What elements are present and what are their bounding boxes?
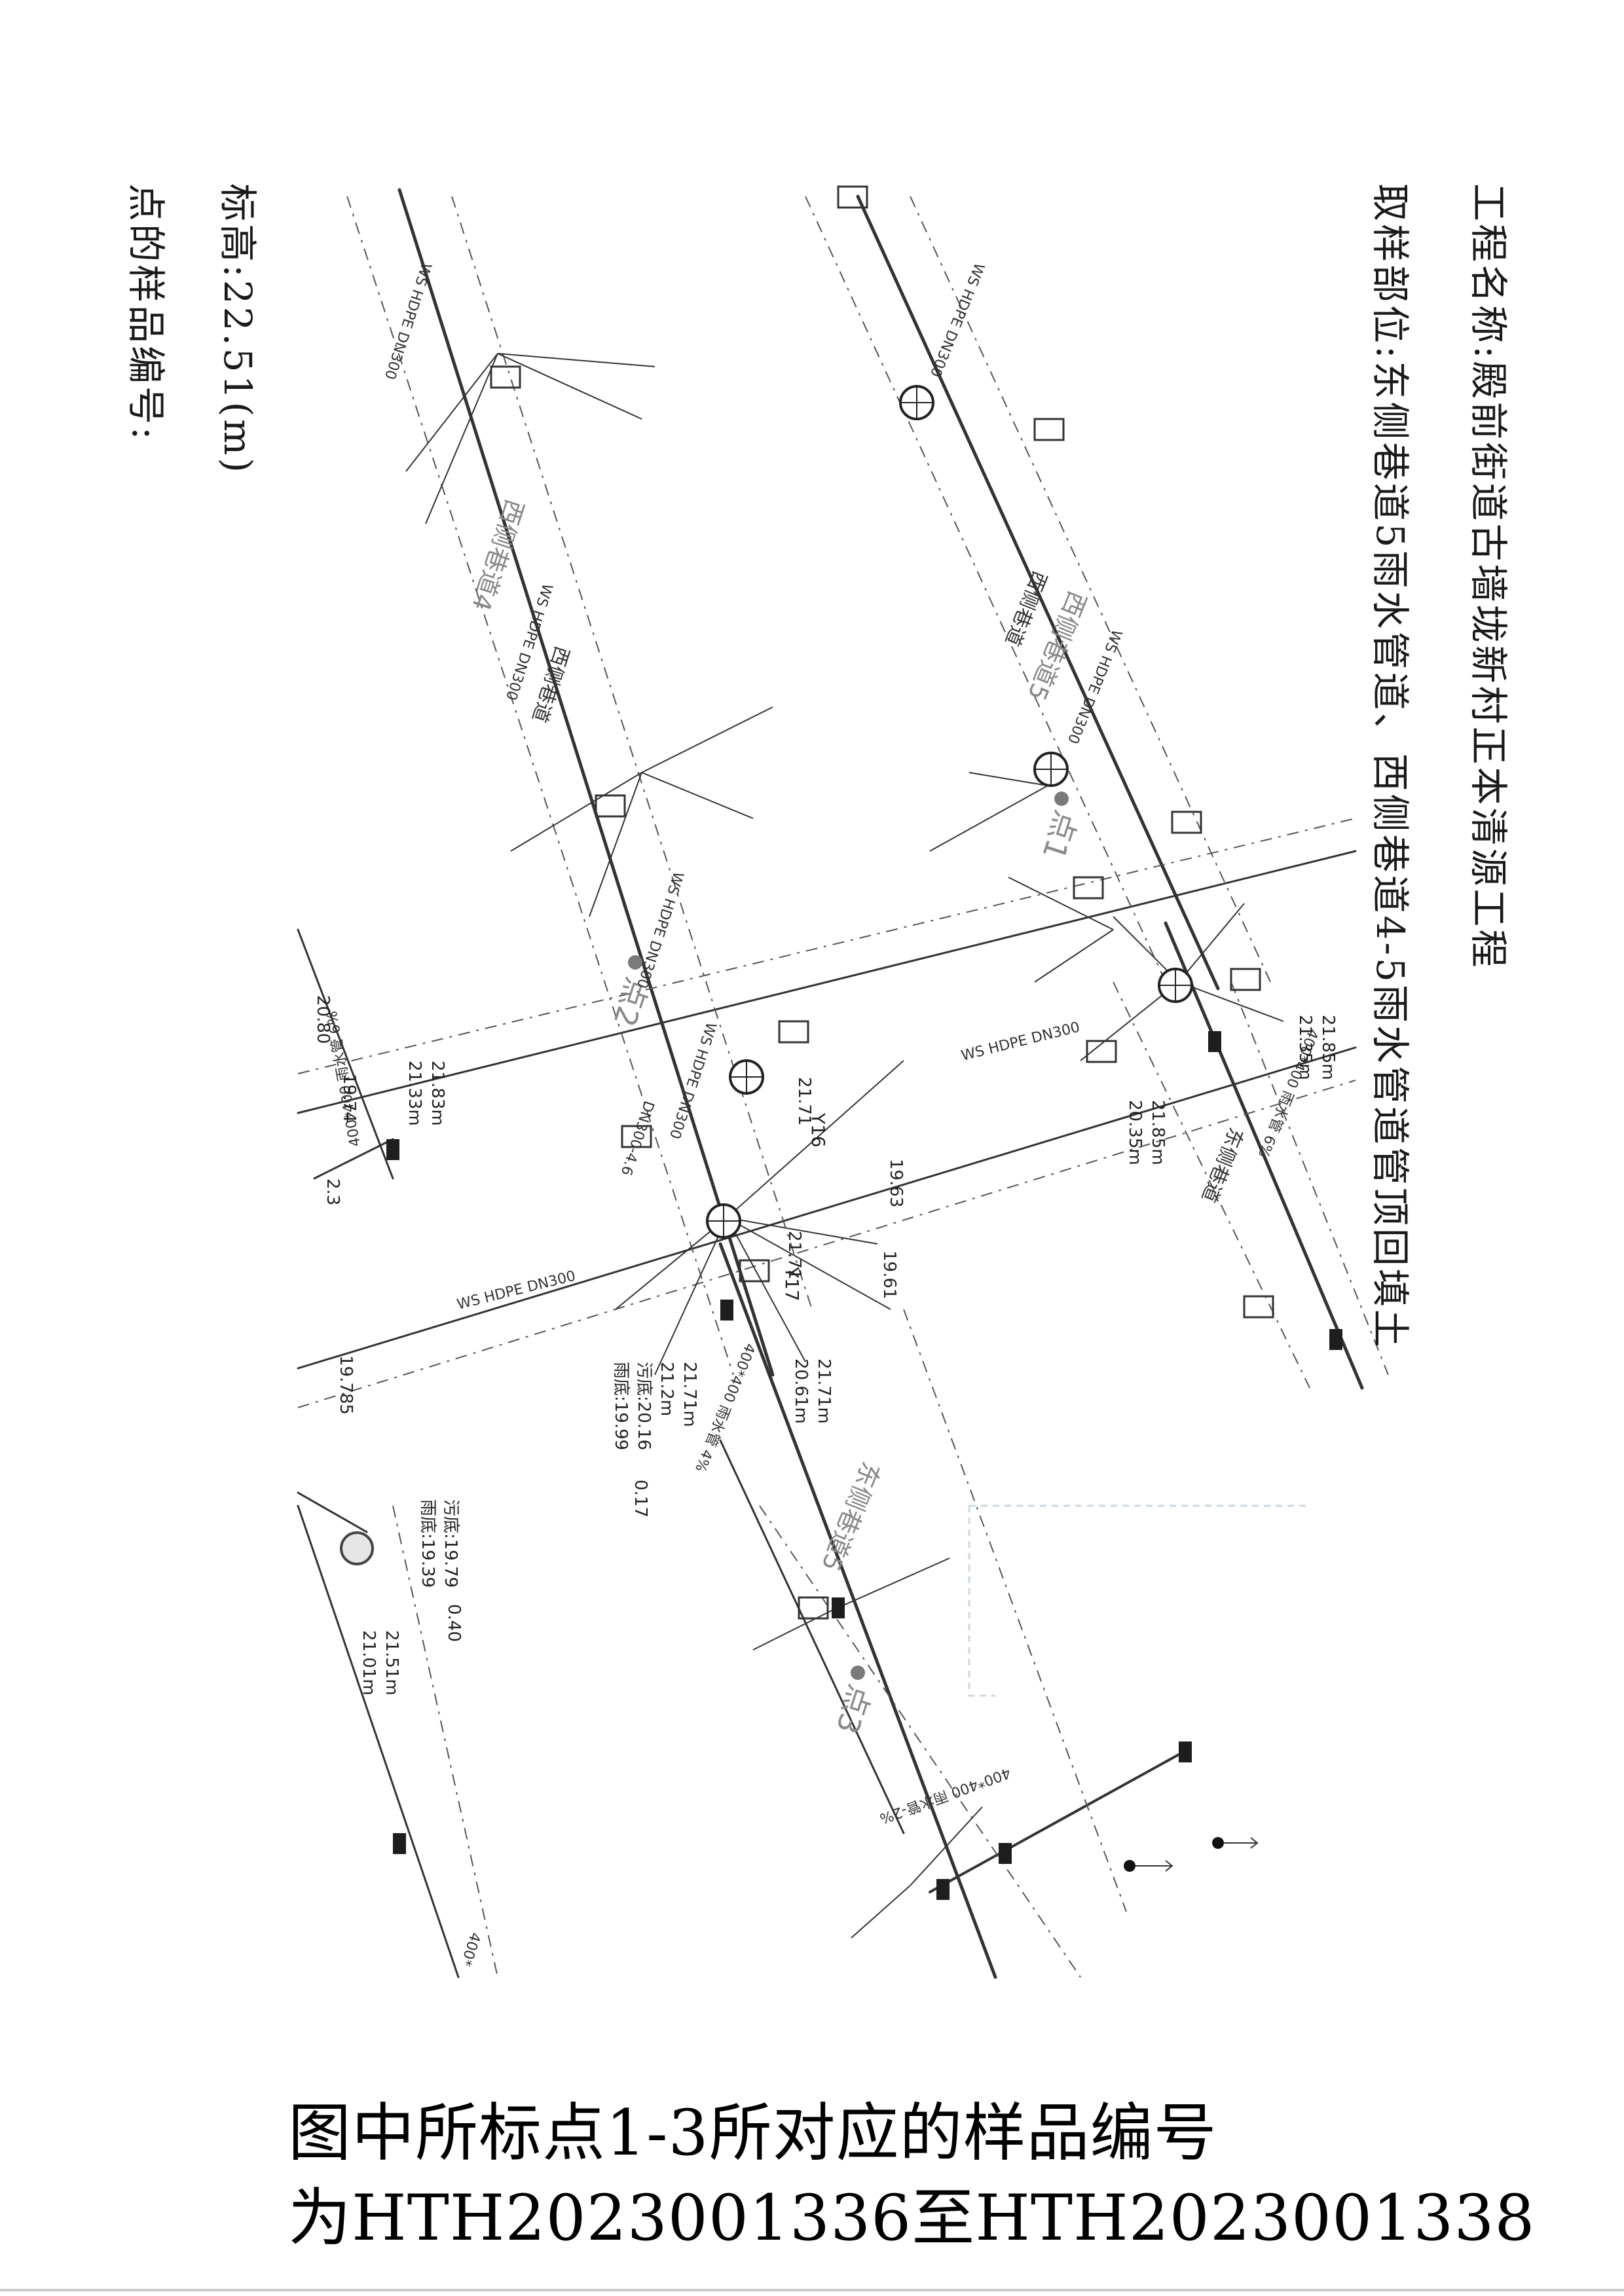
sample-label: 点的样品编号: (124, 183, 168, 443)
pipe-label-5: WS HDPE DN300 (633, 869, 686, 990)
elevation-label-14: 21.71m (814, 1358, 834, 1424)
elevation-label-2: 21.35m (1295, 1015, 1315, 1080)
location-label: 取样部位: (1368, 183, 1412, 361)
pipe-label-10: 400*400 雨水管 4% (692, 1341, 758, 1474)
point-marker-2 (628, 955, 642, 970)
pipe-sw-1 (297, 928, 394, 1180)
elevation-label-25: 21.01m (359, 1630, 378, 1696)
pipe-sw-2 (297, 1491, 368, 1533)
pipe-west-lane-5 (856, 194, 1220, 991)
pipe-cross-1 (297, 850, 1357, 1114)
pipe-cross-2 (297, 1046, 1357, 1370)
elevation-label-9: 21.83m (428, 1061, 447, 1126)
elevation-label-20: 0.17 (631, 1480, 650, 1518)
elevation-label-23: 0.40 (444, 1604, 464, 1642)
elevation-line: 标高:22.51(m) (213, 183, 268, 475)
elevation-label-18: 污底:20.16 (634, 1362, 654, 1450)
elevation-label-12: 19.74 (339, 1074, 359, 1122)
manhole-id-1: Y16 (807, 1112, 829, 1148)
elevation-value: 22.51(m) (215, 280, 260, 475)
elevation-label-21: 污底:19.79 (441, 1499, 460, 1588)
elevation-label-13: 19.785 (336, 1355, 356, 1415)
project-name: 殿前街道古墙垅新村正本清源工程 (1466, 361, 1511, 970)
elevation-label-1: 21.85m (1318, 1015, 1338, 1080)
pipe-label-3: WS HDPE DN300 (927, 261, 987, 380)
pipe-lower-west (719, 1439, 905, 1834)
pipe-sw-3 (297, 1504, 460, 1978)
manhole-id-2: Y17 (781, 1266, 803, 1302)
street-label-1: 西侧巷道4 (466, 496, 529, 614)
sample-number-line: 点的样品编号: (122, 183, 177, 443)
pipe-label-13: 400*400 雨水管-2% (877, 1764, 1013, 1827)
pipe-east-lane-5 (1164, 921, 1364, 1390)
elevation-label-8: 19.61 (879, 1250, 899, 1299)
pipe-sw-4 (313, 1138, 394, 1180)
pipe-label-14: 400* (457, 1930, 483, 1968)
elevation-label-7: 21.71 (784, 1231, 804, 1279)
elevation-label-10: 21.33m (405, 1061, 424, 1126)
caption-line-2: 为HTH2023001336至HTH2023001338 (288, 2181, 1536, 2255)
elevation-label-24: 21.51m (382, 1630, 401, 1696)
elevation-label-11: 20.80 (313, 995, 333, 1044)
point-label-1: 点1 (1035, 807, 1084, 864)
caption-line-1: 图中所标点1-3所对应的样品编号 (288, 2096, 1217, 2170)
pipe-label-7: WS HDPE DN300 (959, 1019, 1081, 1065)
elevation-label-22: 雨底:19.39 (418, 1499, 437, 1588)
elevation-label-4: 20.35m (1125, 1100, 1145, 1165)
pipe-label-8: WS HDPE DN300 (455, 1268, 577, 1313)
elevation-label-19: 雨底:19.99 (611, 1362, 631, 1450)
elevation-label-6: 19.63 (886, 1159, 906, 1207)
elevation-label: 标高: (215, 183, 260, 280)
elevation-label-15: 20.61m (791, 1358, 811, 1424)
street-label-3: 东侧巷道5 (816, 1458, 886, 1576)
point-marker-3 (851, 1666, 865, 1680)
project-name-line: 工程名称:殿前街道古墙垅新村正本清源工程 (1464, 183, 1519, 970)
pipe-east-lower (929, 1753, 1180, 1893)
circle-sw (340, 1531, 374, 1565)
elevation-label-26: 2.3 (323, 1178, 342, 1205)
street-label-5: 东侧巷道 (1197, 1124, 1247, 1205)
pipe-label-1: WS HDPE DN300 (381, 261, 434, 381)
location-name: 东侧巷道5雨水管道、西侧巷道4-5雨水管道管顶回填土 (1368, 361, 1412, 1350)
pipe-west-lane-4 (397, 188, 775, 1377)
street-label-6: 西侧巷道 (527, 644, 573, 725)
elevation-label-16: 21.71m (680, 1362, 699, 1427)
pipe-west-lane-4-b (718, 1242, 997, 1979)
sampling-location-line: 取样部位:东侧巷道5雨水管道、西侧巷道4-5雨水管道管顶回填土 (1366, 183, 1421, 1350)
elevation-label-3: 21.85m (1148, 1100, 1168, 1165)
elevation-label-5: 21.71 (794, 1077, 814, 1125)
bottom-rule (0, 2289, 1624, 2291)
elevation-label-17: 21.2m (657, 1362, 676, 1416)
project-label: 工程名称: (1466, 183, 1511, 361)
point-marker-1 (1054, 792, 1069, 806)
